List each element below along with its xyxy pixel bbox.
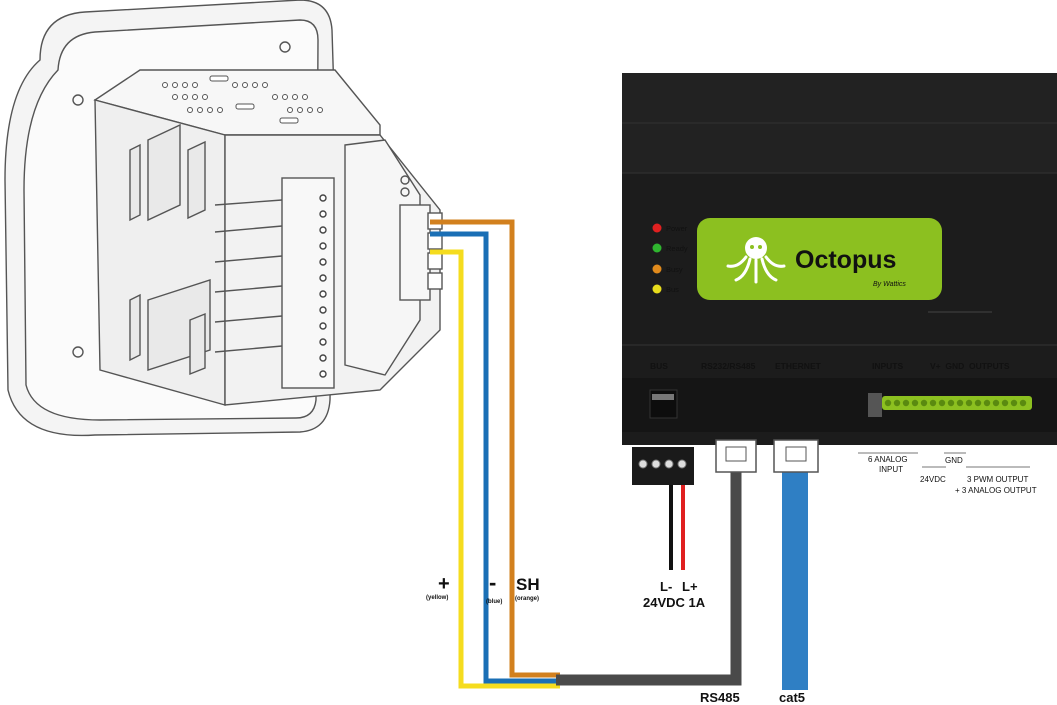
- annotation-analog-output: + 3 ANALOG OUTPUT: [955, 486, 1037, 495]
- terminal-screw-icon: [965, 399, 973, 407]
- io-annotations: [858, 452, 1030, 468]
- led-label-bus: Bus: [666, 285, 679, 294]
- terminal-screw-icon: [983, 399, 991, 407]
- power-pos-label: L+: [682, 579, 698, 594]
- terminal-screw-icon: [974, 399, 982, 407]
- power-led-icon: [652, 223, 662, 233]
- terminal-screw-icon: [884, 399, 892, 407]
- annotation-gnd: GND: [945, 456, 963, 465]
- port-label-bus: BUS: [650, 361, 668, 371]
- plus-symbol: +: [438, 573, 450, 595]
- minus-wire: [430, 231, 560, 684]
- shield-symbol: SH: [516, 575, 540, 594]
- io-terminal-handle[interactable]: [868, 393, 882, 417]
- annotation-analog-input-2: INPUT: [879, 465, 903, 474]
- rs485-label: RS485: [700, 690, 740, 705]
- annotation-pwm-output: 3 PWM OUTPUT: [967, 475, 1028, 484]
- octopus-device: Power Ready Busy Bus Octopus By Wattics …: [622, 73, 1057, 445]
- ready-led-icon: [652, 243, 662, 253]
- annotation-24vdc: 24VDC: [920, 475, 946, 484]
- power-neg-label: L-: [660, 579, 672, 594]
- terminal-screw-icon: [992, 399, 1000, 407]
- port-label-inputs: INPUTS: [872, 361, 904, 371]
- terminal-screw-icon: [1019, 399, 1027, 407]
- minus-symbol: -: [489, 570, 496, 595]
- brand-subtitle: By Wattics: [873, 281, 906, 288]
- plus-note: (yellow): [426, 595, 448, 601]
- terminal-screw-icon: [938, 399, 946, 407]
- terminal-screw-icon: [1010, 399, 1018, 407]
- power-meter-drawing: [4, 0, 443, 437]
- cat5-label: cat5: [779, 690, 805, 705]
- power-spec-label: 24VDC 1A: [643, 595, 706, 610]
- rs485-cable: [556, 468, 742, 686]
- terminal-screw-icon: [929, 399, 937, 407]
- octopus-logo-icon: [726, 237, 786, 284]
- port-label-outputs: V+ GND OUTPUTS: [930, 361, 1010, 371]
- plus-wire: [430, 249, 560, 689]
- terminal-screw-icon: [893, 399, 901, 407]
- terminal-screw-icon: [1001, 399, 1009, 407]
- busy-led-icon: [652, 264, 662, 274]
- shield-wire: [430, 219, 560, 678]
- terminal-screw-icon: [911, 399, 919, 407]
- port-label-ethernet: ETHERNET: [775, 361, 822, 371]
- led-label-power: Power: [666, 224, 688, 233]
- terminal-screw-icon: [956, 399, 964, 407]
- shield-note: (orange): [515, 596, 539, 602]
- minus-note: (blue): [486, 599, 502, 605]
- bus-led-icon: [652, 284, 662, 294]
- annotation-analog-input: 6 ANALOG: [868, 455, 908, 464]
- rs485-wire-bundle: [430, 219, 808, 690]
- bottom-connectors: [632, 439, 819, 485]
- brand-name: Octopus: [795, 246, 896, 274]
- terminal-screw-icon: [947, 399, 955, 407]
- terminal-screw-icon: [902, 399, 910, 407]
- led-label-busy: Busy: [666, 265, 683, 274]
- terminal-screw-icon: [920, 399, 928, 407]
- port-label-rs232: RS232/RS485: [701, 361, 756, 371]
- led-label-ready: Ready: [666, 244, 688, 253]
